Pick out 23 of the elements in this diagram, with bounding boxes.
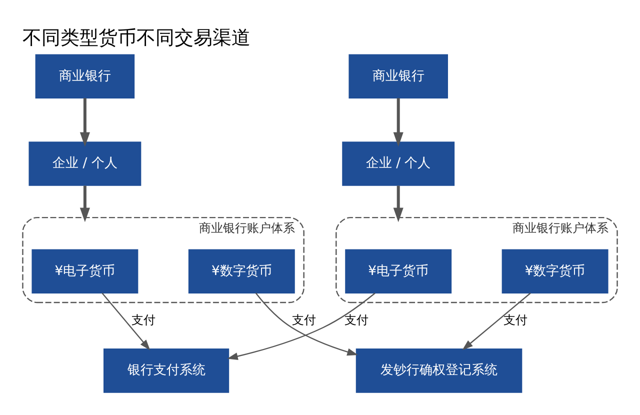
arrow xyxy=(393,98,404,146)
edge-label: 支付 xyxy=(132,312,156,327)
edge-label: 支付 xyxy=(344,312,368,327)
node-box: ¥数字货币 xyxy=(188,248,295,294)
arrow xyxy=(80,185,90,222)
node-box: 商业银行 xyxy=(348,54,448,98)
node-box: 企业 / 个人 xyxy=(342,141,455,186)
diagram-title: 不同类型货币不同交易渠道 xyxy=(22,25,250,48)
edge-label: 支付 xyxy=(504,312,528,327)
arrow xyxy=(102,292,150,350)
node-box: 发钞行确权登记系统 xyxy=(356,348,522,392)
arrow xyxy=(227,292,376,360)
node-box: ¥数字货币 xyxy=(502,248,608,294)
arrow xyxy=(255,292,358,356)
arrow xyxy=(462,292,531,350)
node-box: 企业 / 个人 xyxy=(28,141,142,186)
edge-label: 支付 xyxy=(292,312,316,327)
node-box: 银行支付系统 xyxy=(103,348,230,392)
arrow xyxy=(80,98,90,146)
arrow xyxy=(393,185,404,222)
node-box: ¥电子货币 xyxy=(345,248,452,294)
node-box: ¥电子货币 xyxy=(32,248,138,294)
node-box: 商业银行 xyxy=(35,54,135,98)
